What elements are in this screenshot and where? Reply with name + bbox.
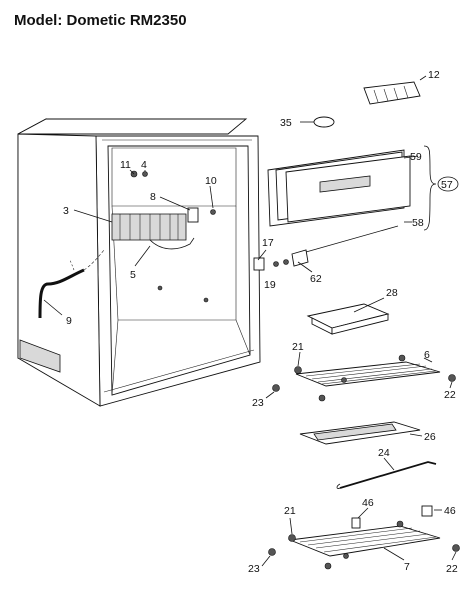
callout-3: 3 bbox=[63, 205, 69, 217]
callout-28: 28 bbox=[386, 287, 398, 299]
callout-19: 19 bbox=[264, 279, 276, 291]
callout-57-circle bbox=[437, 176, 459, 192]
freezer-door-assembly bbox=[253, 145, 437, 273]
callout-21-upper: 21 bbox=[292, 341, 304, 353]
callout-11: 11 bbox=[120, 159, 131, 171]
callout-59: 59 bbox=[410, 151, 422, 163]
callout-23-upper: 23 bbox=[252, 397, 264, 409]
callout-57: 57 bbox=[441, 179, 453, 191]
callout-26: 26 bbox=[424, 431, 436, 443]
crisper-tray bbox=[299, 421, 423, 445]
callout-8: 8 bbox=[150, 191, 156, 203]
callout-5: 5 bbox=[130, 269, 136, 281]
callout-22-upper: 22 bbox=[444, 389, 456, 401]
callout-21-lower: 21 bbox=[284, 505, 296, 517]
callout-10: 10 bbox=[205, 175, 217, 187]
callout-35: 35 bbox=[280, 117, 292, 129]
page-title: Model: Dometic RM2350 bbox=[14, 12, 187, 29]
retaining-bar bbox=[336, 457, 437, 489]
callout-62: 62 bbox=[310, 273, 322, 285]
callout-7: 7 bbox=[404, 561, 410, 573]
callout-4: 4 bbox=[141, 159, 147, 171]
callout-9: 9 bbox=[66, 315, 72, 327]
cap-part bbox=[300, 116, 335, 128]
callout-23-lower: 23 bbox=[248, 563, 260, 575]
upper-shelf bbox=[265, 351, 456, 402]
lower-shelf bbox=[261, 505, 460, 570]
callout-46-right: 46 bbox=[444, 505, 456, 517]
drip-tray bbox=[306, 297, 390, 335]
callout-46-left: 46 bbox=[362, 497, 374, 509]
callout-labels: 12 35 59 57 58 11 4 8 10 3 5 17 19 62 9 … bbox=[63, 69, 459, 575]
callout-17: 17 bbox=[262, 237, 274, 249]
refrigerator-cabinet bbox=[17, 118, 261, 407]
callout-58: 58 bbox=[412, 217, 424, 229]
callout-22-lower: 22 bbox=[446, 563, 458, 575]
callout-12: 12 bbox=[428, 69, 440, 81]
ice-tray bbox=[363, 75, 427, 105]
callout-6: 6 bbox=[424, 349, 430, 361]
callout-24: 24 bbox=[378, 447, 390, 459]
